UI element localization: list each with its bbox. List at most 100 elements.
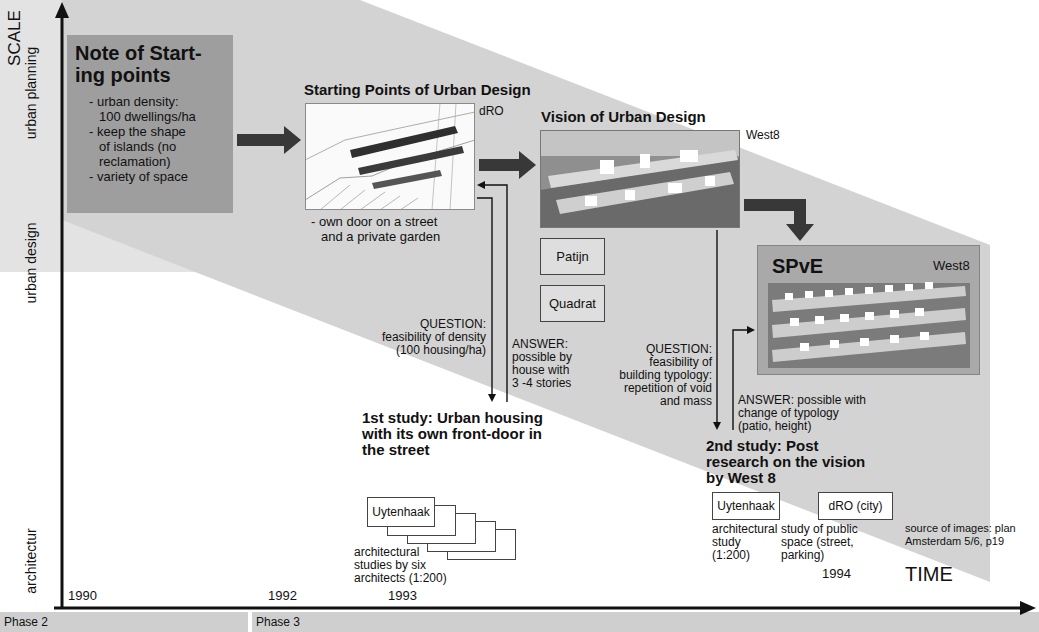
text-anchor: West8 (746, 128, 780, 142)
arrowhead (284, 126, 301, 154)
office-name: Patijn (556, 249, 589, 264)
spve-box: SPvE West8 (757, 245, 980, 375)
label-anchor: 1994 (822, 566, 851, 581)
flow-arrow (479, 151, 536, 179)
scale-level: urban planning (23, 47, 39, 140)
source-tag: West8 (933, 258, 970, 273)
spve-model-photo (757, 245, 980, 375)
source-note: source of images: plan Amsterdam 5/6, p1… (905, 522, 1017, 548)
label-anchor: QUESTION: feasibility of building typolo… (616, 343, 712, 408)
label-anchor: QUESTION: feasibility of density (100 ho… (378, 318, 486, 357)
spve-title: SPvE (772, 255, 823, 277)
source-tag: dRO (479, 104, 504, 118)
phase-name: Phase 2 (4, 614, 48, 630)
label-anchor: source of images: plan Amsterdam 5/6, p1… (905, 522, 1017, 548)
study-heading: 1st study: Urban housing with its own fr… (362, 404, 557, 458)
phase-name: Phase 3 (256, 614, 300, 630)
model-photo (540, 130, 740, 228)
year-mark: 1993 (388, 588, 417, 603)
scale-axis (61, 14, 64, 609)
connector-line (477, 198, 492, 395)
year-mark: 1992 (268, 588, 297, 603)
text-anchor: - own door on a street and a private gar… (311, 214, 441, 244)
year-mark: 1994 (822, 566, 851, 581)
spve-model-photo-part (785, 282, 933, 351)
label-anchor: TIME (905, 563, 953, 585)
image-caption: - own door on a street and a private gar… (311, 214, 441, 244)
axis-arrowhead (1020, 601, 1036, 615)
edge-label: ANSWER: possible by house with 3 -4 stor… (512, 338, 578, 390)
site-plan-image (305, 103, 475, 210)
site-plan-image-part (358, 146, 464, 175)
flow-arrow (744, 205, 814, 241)
text-anchor: Starting Points of Urban Design (304, 81, 531, 98)
source-tag: West8 (746, 128, 780, 142)
office-name: Quadrat (549, 296, 596, 311)
image-heading: Vision of Urban Design (541, 108, 706, 125)
study-caption: architectural studies by six architects … (354, 546, 458, 585)
study-caption: architectural study (1:200) (712, 523, 779, 562)
text-anchor: Uytenhaak (712, 492, 780, 520)
office-box: Quadrat (540, 285, 605, 322)
office-box: Patijn (540, 238, 605, 275)
note-heading: Note of Start- ing points (75, 42, 225, 86)
label-anchor: urban design (31, 262, 112, 280)
text-anchor: architectural study (1:200) (712, 523, 779, 562)
label-anchor: Phase 2 (4, 614, 48, 630)
note-box: Note of Start- ing points - urban density… (67, 35, 233, 213)
text-anchor: West8 (933, 258, 970, 273)
connector-line (716, 230, 717, 423)
feedback-arrow (713, 230, 721, 430)
arrowhead (488, 394, 496, 402)
axis-title: SCALE (5, 10, 25, 66)
study-group: 1st study: Urban housing with its own fr… (362, 404, 562, 594)
feedback-arrow (477, 181, 507, 402)
time-axis (54, 607, 1022, 610)
arrowhead (747, 326, 755, 334)
label-anchor: 1990 (68, 588, 97, 603)
spve-model-photo-part (757, 245, 980, 375)
phase-bar (252, 612, 1039, 632)
label-anchor: Phase 3 (256, 614, 300, 630)
vision-image-box: Vision of Urban DesignWest8 (540, 130, 740, 228)
site-plan-image-part (320, 185, 418, 210)
connector-line (484, 185, 507, 402)
model-photo-part (540, 130, 740, 156)
connector-line (744, 205, 800, 225)
label-anchor: 1992 (268, 588, 297, 603)
flow-arrow (237, 126, 301, 154)
text-anchor: Vision of Urban Design (541, 108, 706, 125)
axis-title: TIME (905, 563, 953, 585)
text-anchor: dRO (city) (818, 492, 893, 520)
note-item: - urban density: 100 dwellings/ha (85, 94, 199, 124)
image-heading: Starting Points of Urban Design (304, 81, 531, 98)
study-heading: 2nd study: Post research on the vision b… (706, 432, 881, 486)
site-plan-image-part (372, 170, 442, 189)
spve-model-photo-part (768, 283, 970, 368)
plan-image-box: Starting Points of Urban DesigndRO- own … (305, 103, 475, 210)
model-photo-part (540, 130, 740, 228)
label-anchor: architectur (31, 560, 96, 578)
edge-label: ANSWER: possible with change of typology… (738, 394, 868, 433)
feedback-arrow (477, 198, 496, 402)
study-group: dRO (city) study of public space (street,… (781, 488, 893, 563)
connector-line (479, 159, 520, 171)
architect-card: Uytenhaak (367, 497, 435, 527)
city-card: dRO (city) (818, 492, 893, 520)
note-item: - keep the shape of islands (no reclamat… (85, 124, 199, 169)
model-photo-part (585, 150, 715, 206)
connector-line (237, 134, 285, 146)
scale-level: urban design (23, 223, 39, 304)
scale-level: architectur (23, 528, 39, 593)
label-anchor: 1993 (388, 588, 417, 603)
study-caption: study of public space (street, parking) (781, 523, 881, 562)
note-item: - variety of space (85, 169, 199, 184)
arrowhead (713, 422, 721, 430)
scale-band (62, 0, 990, 582)
text-anchor: Uytenhaak (367, 497, 435, 527)
edge-label: QUESTION: feasibility of density (100 ho… (378, 318, 486, 357)
year-mark: 1990 (68, 588, 97, 603)
arrowhead (519, 151, 536, 179)
site-plan-image-part (305, 103, 475, 210)
